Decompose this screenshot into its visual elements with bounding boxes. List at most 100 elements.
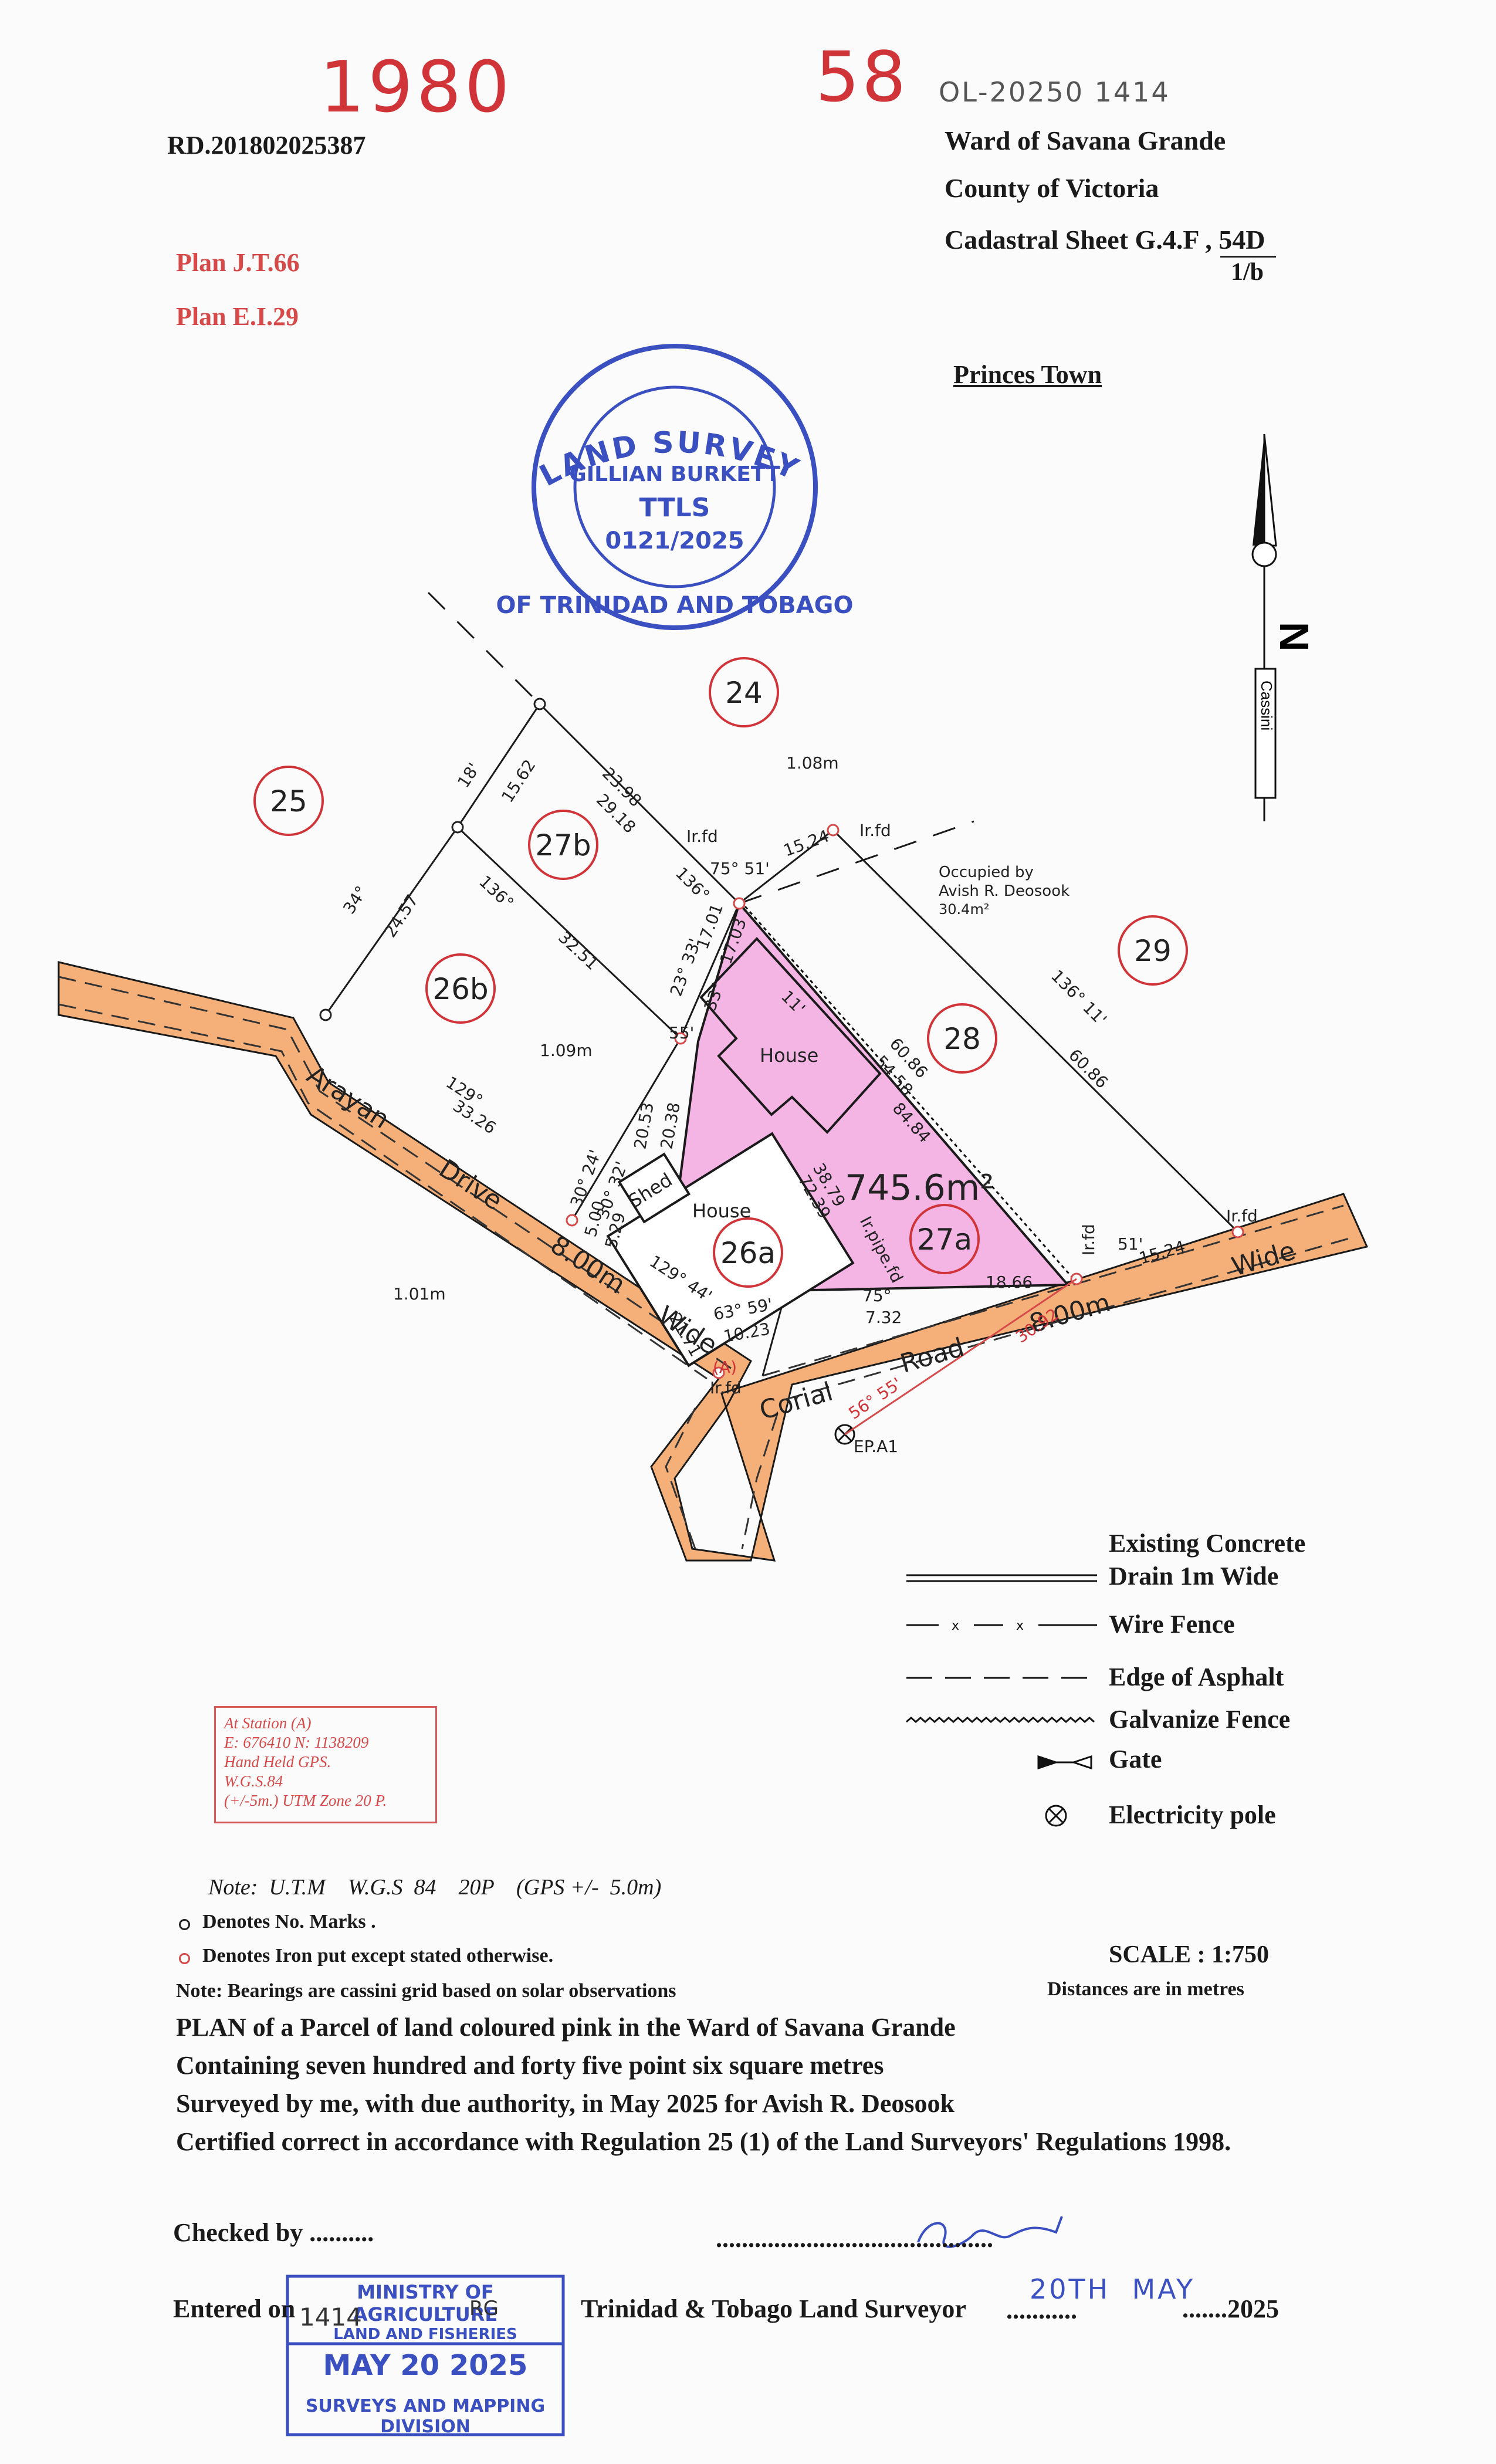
year-text: .......2025 xyxy=(1182,2294,1279,2323)
no-markers xyxy=(319,698,546,1021)
dim-2053: 20.53 xyxy=(630,1101,657,1151)
dim-2333: 23° 33' xyxy=(666,936,705,999)
legend-asphalt-label: Edge of Asphalt xyxy=(1109,1663,1284,1691)
legend-galvanize: Galvanize Fence xyxy=(903,1704,1385,1745)
legend-drain: Existing Concrete Drain 1m Wide xyxy=(903,1528,1385,1590)
checked-by-dots: .......... xyxy=(303,2218,374,2247)
dim-2457: 24.57 xyxy=(380,891,422,941)
dim-2038: 20.38 xyxy=(656,1101,683,1151)
legend-gate: Gate xyxy=(903,1744,1385,1785)
denotes-iron: Denotes Iron put except stated otherwise… xyxy=(202,1945,554,1967)
stamp-ring-top: LAND SURVEY BOARD xyxy=(0,0,815,493)
legend-wire-fence-label: Wire Fence xyxy=(1109,1610,1235,1639)
lot-25: 25 xyxy=(270,784,307,818)
galvanize-fence-line xyxy=(744,906,1075,1280)
legend-asphalt: Edge of Asphalt xyxy=(903,1662,1385,1703)
gps-line-1: At Station (A) xyxy=(224,1714,312,1732)
plan-ref-2: Plan E.I.29 xyxy=(176,302,299,331)
plan-ref-1: Plan J.T.66 xyxy=(176,248,300,277)
dim-top-d: 18' xyxy=(453,760,483,791)
hand-reference: OL-20250 1414 xyxy=(939,76,1170,108)
cert-line-2: Containing seven hundred and forty five … xyxy=(176,2051,884,2080)
rd-number: RD.201802025387 xyxy=(167,131,366,160)
parcel-area: 745.6m² xyxy=(845,1167,994,1209)
ministry-line-3: MAY 20 2025 xyxy=(323,2349,528,2382)
label-ep: EP.A1 xyxy=(854,1437,898,1456)
gps-line-5: (+/-5m.) UTM Zone 20 P. xyxy=(224,1792,387,1809)
dim-5655: 56° 55' xyxy=(845,1373,905,1423)
town-name: Princes Town xyxy=(953,360,1102,389)
hand-number-58: 58 xyxy=(815,36,909,117)
label-occupied: Occupied by xyxy=(939,864,1034,881)
bearings-note: Note: Bearings are cassini grid based on… xyxy=(176,1980,676,2002)
stamp-number: 0121/2025 xyxy=(605,527,744,554)
north-arrow: N Cassini xyxy=(1251,434,1317,821)
label-irfd-4: Ir.fd xyxy=(710,1378,742,1397)
roads xyxy=(57,961,1369,1562)
dim-34: 34° xyxy=(339,882,371,918)
lot-labels: 24 25 27b 26b 29 28 26a 27a xyxy=(270,676,1172,1270)
legend-pole: Electricity pole xyxy=(903,1800,1385,1841)
svg-text:x: x xyxy=(952,1619,959,1633)
gps-line-3: Hand Held GPS. xyxy=(224,1753,331,1771)
label-house-main: House xyxy=(760,1044,818,1067)
distances-text: Distances are in metres xyxy=(1047,1978,1244,2000)
denotes-no-marks: Denotes No. Marks . xyxy=(202,1911,376,1932)
label-station-a: (A) xyxy=(713,1358,737,1377)
dim-6086b: 60.86 xyxy=(1065,1045,1112,1092)
checked-by-text: Checked by xyxy=(173,2218,303,2247)
dim-136a: 136° xyxy=(672,864,713,905)
dim-1524a: 15.24 xyxy=(781,826,832,860)
legend-galvanize-label: Galvanize Fence xyxy=(1109,1705,1291,1734)
legend-gate-label: Gate xyxy=(1109,1745,1162,1773)
legend-pole-label: Electricity pole xyxy=(1109,1800,1276,1829)
dim-top-c: 15.62 xyxy=(497,756,539,806)
boundary-lines xyxy=(324,591,1239,1376)
iron-mark-symbol xyxy=(179,1953,190,1964)
date-handwritten: 20TH MAY xyxy=(1030,2273,1196,2305)
legend-drain-1: Existing Concrete xyxy=(1109,1529,1306,1558)
utm-note: Note: U.T.M W.G.S 84 20P (GPS +/- 5.0m) xyxy=(208,1875,662,1900)
label-occupant: Avish R. Deosook xyxy=(939,882,1069,900)
stamp-title: TTLS xyxy=(639,493,710,523)
dim-136d: 136° 11' xyxy=(1047,966,1111,1030)
county-text: County of Victoria xyxy=(945,173,1159,203)
ministry-stamp: MINISTRY OF AGRICULTURE LAND AND FISHERI… xyxy=(287,2276,563,2437)
label-irfd-3: Ir.fd xyxy=(1226,1206,1258,1226)
surveyor-signature xyxy=(917,2216,1063,2248)
checked-by-label: Checked by .......... xyxy=(173,2218,374,2248)
structures xyxy=(606,937,882,1368)
signature-dots: ........................................… xyxy=(716,2224,993,2253)
legend-drain-2: Drain 1m Wide xyxy=(1109,1562,1279,1590)
lot-24: 24 xyxy=(725,676,763,710)
date-dots: ........... xyxy=(1006,2296,1077,2324)
dim-7551: 75° 51' xyxy=(710,859,770,878)
land-survey-board-stamp: LAND SURVEY BOARD OF TRINIDAD AND TOBAGO… xyxy=(0,0,854,630)
scale-text: SCALE : 1:750 xyxy=(1109,1941,1270,1968)
label-occupied-area: 30.4m² xyxy=(939,901,989,918)
lot-29: 29 xyxy=(1134,934,1172,968)
ward-text: Ward of Savana Grande xyxy=(945,126,1226,155)
traverse-line xyxy=(844,1278,1077,1436)
label-irfd-5: Ir.fd xyxy=(1079,1224,1098,1255)
stamp-ring-bottom: OF TRINIDAD AND TOBAGO xyxy=(496,592,853,619)
ministry-line-4: SURVEYS AND MAPPING xyxy=(305,2396,546,2416)
ministry-hand-1: 1414 xyxy=(299,2303,362,2331)
gps-line-2: E: 676410 N: 1138209 xyxy=(224,1734,369,1751)
svg-text:LAND SURVEY BOARD: LAND SURVEY BOARD xyxy=(0,0,818,493)
lot-26b: 26b xyxy=(432,972,488,1006)
label-house-second: House xyxy=(692,1200,751,1222)
surveyor-label: Trinidad & Tobago Land Surveyor xyxy=(581,2294,966,2323)
north-grid-label: Cassini xyxy=(1258,681,1275,730)
dim-109: 1.09m xyxy=(540,1041,593,1060)
ministry-line-2: LAND AND FISHERIES xyxy=(333,2326,517,2343)
lot-27a: 27a xyxy=(917,1223,972,1257)
legend-wire-fence: Wire Fence xyxy=(903,1609,1385,1650)
legend-x-marks: x x xyxy=(952,1619,1024,1633)
dim-108: 1.08m xyxy=(786,753,839,773)
label-irfd-2: Ir.fd xyxy=(859,821,891,840)
lot-28: 28 xyxy=(943,1022,981,1056)
dim-51: 51' xyxy=(1118,1234,1143,1254)
hand-number-1980: 1980 xyxy=(320,47,513,128)
